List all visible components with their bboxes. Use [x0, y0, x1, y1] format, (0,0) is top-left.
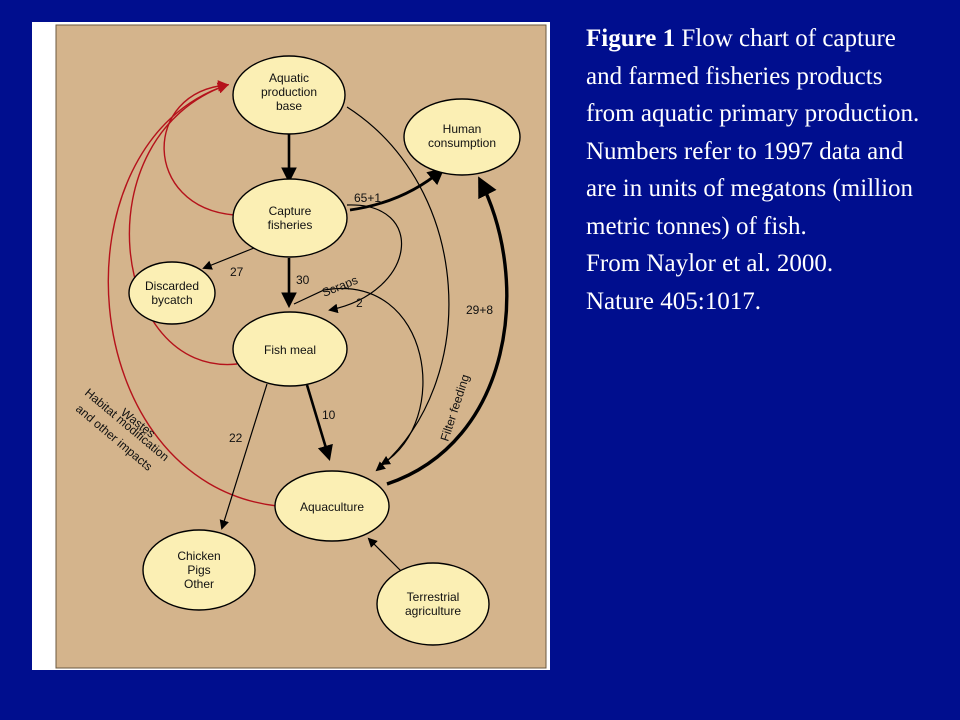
label-aquatic-3: base	[276, 99, 302, 113]
arrow-aquaculture-to-human	[386, 176, 509, 486]
node-aquatic	[232, 55, 346, 135]
node-terrestrial	[376, 562, 490, 646]
red-feedback-arrows	[107, 80, 278, 507]
arrow-aquaculture-to-aquatic	[107, 82, 278, 507]
arrow-fishmeal-to-aquatic	[128, 82, 238, 365]
label-capture-2: fisheries	[268, 218, 313, 232]
label-chicken-1: Chicken	[177, 549, 220, 563]
arrow-fishmeal-to-aquaculture	[305, 384, 333, 461]
label-bycatch-2: bycatch	[151, 293, 192, 307]
node-bycatch	[128, 261, 216, 325]
label-terrestrial-1: Terrestrial	[407, 590, 460, 604]
label-fishmeal-to-aquaculture: 10	[322, 408, 336, 422]
label-capture-to-human: 65+1	[354, 191, 381, 205]
label-capture-to-bycatch: 27	[230, 265, 244, 279]
label-chicken-2: Pigs	[187, 563, 210, 577]
arrow-fishmeal-to-chicken	[219, 383, 268, 530]
node-aquaculture	[274, 470, 390, 542]
arrow-fishmeal-to-aquaculture-2	[293, 287, 424, 465]
node-fishmeal	[232, 311, 348, 387]
arrow-scraps	[328, 204, 403, 314]
label-capture-1: Capture	[269, 204, 312, 218]
label-bycatch-1: Discarded	[145, 279, 199, 293]
label-aquatic-2: production	[261, 85, 317, 99]
arrow-capture-to-human	[349, 167, 445, 212]
label-terrestrial-2: agriculture	[405, 604, 461, 618]
label-aquatic-1: Aquatic	[269, 71, 309, 85]
flow-diagram: Aquatic production base Human consumptio…	[55, 24, 547, 669]
figure-caption: Figure 1 Flow chart of capture and farme…	[586, 20, 926, 320]
caption-source-1: From Naylor et al. 2000.	[586, 250, 834, 277]
node-capture	[232, 178, 348, 258]
label-scraps-value: 2	[356, 296, 363, 310]
node-chicken	[142, 529, 256, 611]
arrow-capture-to-aquatic	[163, 80, 235, 216]
caption-source-2: Nature 405:1017.	[586, 287, 761, 315]
figure-panel: Aquatic production base Human consumptio…	[32, 22, 550, 670]
diagram-nodes	[128, 55, 521, 646]
arrow-capture-to-bycatch	[202, 247, 255, 270]
caption-text: Flow chart of capture and farmed fisheri…	[586, 25, 920, 240]
label-aquaculture: Aquaculture	[300, 500, 364, 514]
label-chicken-3: Other	[184, 577, 214, 591]
label-human-2: consumption	[428, 136, 496, 150]
label-fishmeal-to-chicken: 22	[229, 431, 243, 445]
caption-figure-label: Figure 1	[586, 25, 676, 52]
label-fishmeal: Fish meal	[264, 343, 316, 357]
node-labels: Aquatic production base Human consumptio…	[145, 71, 496, 618]
node-human	[403, 98, 521, 176]
label-human-1: Human	[443, 122, 482, 136]
caption-body: Figure 1 Flow chart of capture and farme…	[586, 20, 926, 245]
label-aquaculture-to-human: 29+8	[466, 303, 493, 317]
label-capture-to-fishmeal: 30	[296, 273, 310, 287]
